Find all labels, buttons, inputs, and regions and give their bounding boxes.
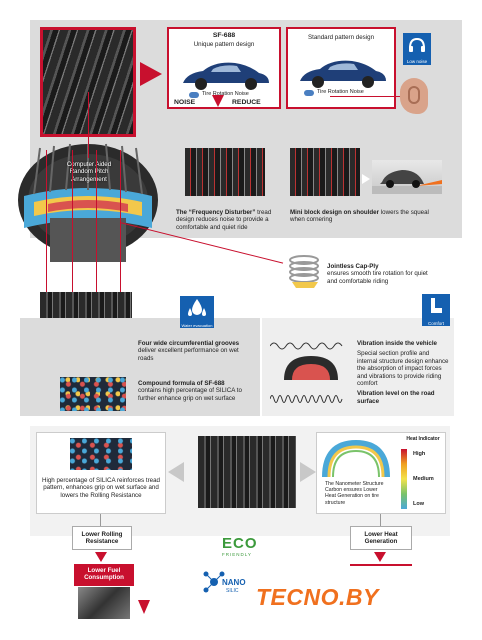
- freq-description: The “Frequency Disturber” tread design r…: [176, 209, 288, 231]
- low-noise-label: Low noise: [406, 59, 428, 64]
- noise-label: NOISE: [174, 99, 196, 106]
- car-icon: [372, 170, 442, 194]
- grooves-description: Four wide circumferential grooves delive…: [138, 340, 254, 362]
- water-evacuation-icon-box: Water evacuation: [180, 296, 214, 328]
- sf688-card: SF-688 Unique pattern design Tire Rotati…: [167, 27, 281, 109]
- nano-logo: NANO SILIC: [202, 570, 262, 600]
- seat-icon: [431, 298, 442, 313]
- heat-card: The Nanometer Structure Carbon ensures L…: [316, 432, 446, 514]
- nano-silic-word: SILIC: [226, 588, 239, 594]
- arrow-right-gray: [300, 462, 316, 482]
- ear-image: [400, 78, 428, 114]
- tire-section-image: [284, 356, 338, 380]
- vibration-wave-bottom: [270, 395, 343, 403]
- miniblock-description: Mini block design on shoulder lowers the…: [290, 209, 432, 224]
- red-arrow-right: [140, 62, 162, 86]
- reduce-arrow-down: [212, 95, 224, 107]
- guide-line: [120, 150, 121, 340]
- comfort-label: Comfort: [427, 321, 444, 326]
- sound-line: [330, 96, 400, 97]
- lower-heat-box: Lower Heat Generation: [350, 526, 412, 550]
- nano-word: NANO: [222, 578, 246, 587]
- eco-logo: ECO FRIENDLY: [222, 535, 272, 561]
- lower-rolling-box: Lower Rolling Resistance: [72, 526, 132, 550]
- vibration-description: Vibration inside the vehicle Special sec…: [357, 340, 451, 405]
- compound-title: Compound formula of SF-688: [138, 380, 225, 387]
- heat-gradient-bar: [401, 449, 407, 509]
- tire-cutaway-image: [18, 143, 158, 262]
- heat-tire-image: [322, 439, 390, 478]
- engine-image: [78, 587, 130, 619]
- rotation-noise-label: Tire Rotation Noise: [202, 91, 249, 97]
- tire-label: Computer Aided Random Pitch Arrangement: [66, 161, 112, 183]
- compound-text: contains high percentage of SILICA to fu…: [138, 387, 242, 402]
- brand-logo: TECNO.BY: [256, 584, 379, 610]
- guide-line: [46, 150, 47, 340]
- arrow-to-car: [362, 174, 370, 184]
- water-evacuation-label: Water evacuation: [181, 323, 213, 328]
- water-drop-icon: [188, 299, 206, 316]
- heat-indicator-title: Heat Indicator: [406, 436, 440, 442]
- miniblock-text: lowers the squeal when cornering: [290, 209, 429, 224]
- sf688-subtitle: Unique pattern design: [193, 41, 255, 48]
- freq-tread-image: [185, 148, 265, 196]
- lower-fuel-box: Lower Fuel Consumption: [74, 564, 134, 586]
- heat-low-label: Low: [413, 501, 424, 507]
- eco-word: ECO: [222, 535, 258, 552]
- freq-text: tread design reduces noise to provide a …: [176, 209, 272, 231]
- guide-line: [88, 92, 89, 158]
- heat-medium-label: Medium: [413, 476, 434, 482]
- rotation-noise-row: Tire Rotation Noise: [304, 89, 384, 97]
- connector-v: [100, 514, 101, 526]
- grooves-title: Four wide circumferential grooves: [138, 340, 240, 347]
- standard-card: Standard pattern design Tire Rotation No…: [286, 27, 396, 109]
- comfort-icon-box: Comfort: [422, 294, 450, 326]
- capply-title: Jointless Cap-Ply: [327, 263, 379, 270]
- red-arrow-down: [95, 552, 107, 562]
- vibration-text: Special section profile and internal str…: [357, 350, 449, 388]
- silica-compound-image: [60, 377, 126, 411]
- guide-line: [96, 150, 97, 340]
- red-underline: [350, 564, 412, 566]
- road-vibration-title: Vibration level on the road surface: [357, 390, 435, 405]
- low-noise-icon-box: Low noise: [403, 33, 431, 65]
- miniblock-title: Mini block design on shoulder: [290, 209, 380, 216]
- red-arrow-down: [374, 552, 386, 562]
- standard-title: Standard pattern design: [307, 34, 375, 41]
- headphones-icon: [409, 37, 425, 52]
- capply-description: Jointless Cap-Ply ensures smooth tire ro…: [327, 263, 437, 285]
- reduce-label: REDUCE: [232, 99, 261, 106]
- tire-icon: [304, 90, 314, 96]
- heat-high-label: High: [413, 451, 426, 457]
- silica-text: High percentage of SILICA reinforces tre…: [42, 477, 160, 499]
- vibration-title: Vibration inside the vehicle: [357, 340, 438, 347]
- cornering-car-image: [372, 160, 442, 194]
- car-image: [183, 62, 269, 90]
- arrow-left-gray: [168, 462, 184, 482]
- compound-description: Compound formula of SF-688 contains high…: [138, 380, 258, 402]
- tire-icon: [189, 92, 199, 98]
- silica-image: [70, 438, 132, 470]
- sf688-title: SF-688: [212, 32, 236, 39]
- connector-v: [380, 514, 381, 526]
- red-arrow-down-small: [138, 600, 150, 614]
- rotation-noise-label: Tire Rotation Noise: [317, 89, 364, 95]
- grooves-text: deliver excellent performance on wet roa…: [138, 347, 239, 362]
- capply-text: ensures smooth tire rotation for quiet a…: [327, 270, 428, 285]
- bottom-tread-image: [198, 436, 296, 508]
- eco-friendly-word: FRIENDLY: [222, 552, 252, 557]
- rotation-noise-row: Tire Rotation Noise: [189, 91, 269, 99]
- silica-card: High percentage of SILICA reinforces tre…: [36, 432, 166, 514]
- vibration-wave-top: [270, 342, 343, 350]
- guide-line: [72, 150, 73, 340]
- nano-text: The Nanometer Structure Carbon ensures L…: [325, 481, 384, 506]
- miniblock-tread-image: [290, 148, 360, 196]
- molecule-icon: [203, 571, 225, 593]
- capply-coil-image: [289, 255, 319, 288]
- car-image: [300, 60, 386, 88]
- freq-title: The “Frequency Disturber”: [176, 209, 256, 216]
